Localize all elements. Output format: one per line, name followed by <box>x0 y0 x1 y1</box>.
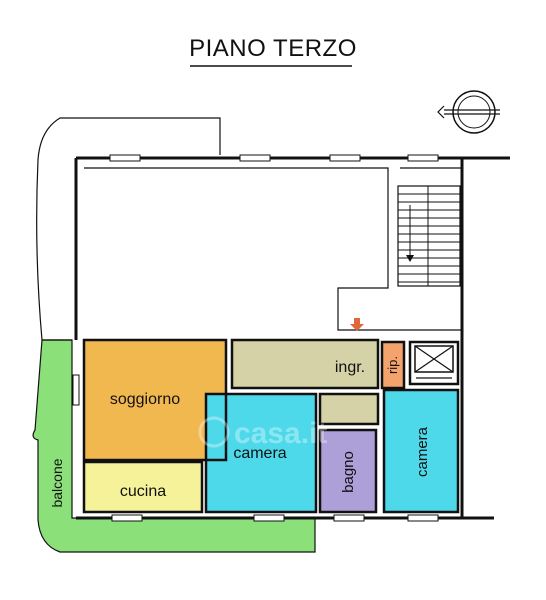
balcone-railing <box>36 117 221 341</box>
balcone-label: balcone <box>49 458 65 507</box>
elevator-icon <box>414 345 454 379</box>
ingresso-label: ingr. <box>335 359 365 376</box>
bagno-room <box>320 430 376 512</box>
ingresso-room <box>232 340 378 388</box>
camera-label-1: camera <box>233 445 286 462</box>
camera-label-2: camera <box>414 426 431 477</box>
casa-logo-icon <box>198 416 230 448</box>
entrance-arrow-icon <box>350 318 364 331</box>
cucina-room <box>84 462 202 512</box>
corridor <box>320 394 378 424</box>
bagno-label: bagno <box>340 451 357 493</box>
soggiorno-label: soggiorno <box>110 391 180 408</box>
plan-title: PIANO TERZO <box>189 35 357 62</box>
watermark: casa.it <box>198 416 327 450</box>
compass-icon <box>437 90 500 134</box>
soggiorno-room <box>84 340 226 460</box>
room-outlines <box>82 338 460 514</box>
ripostiglio-room <box>382 342 404 388</box>
watermark-text: casa.it <box>234 417 327 450</box>
stairs <box>397 185 461 287</box>
windows <box>72 154 439 522</box>
camera-room-2 <box>384 390 458 512</box>
ripostiglio-label: rip. <box>385 356 400 374</box>
camera-room-1 <box>206 394 316 512</box>
cucina-label: cucina <box>120 483 166 500</box>
balcone-area <box>32 339 316 553</box>
